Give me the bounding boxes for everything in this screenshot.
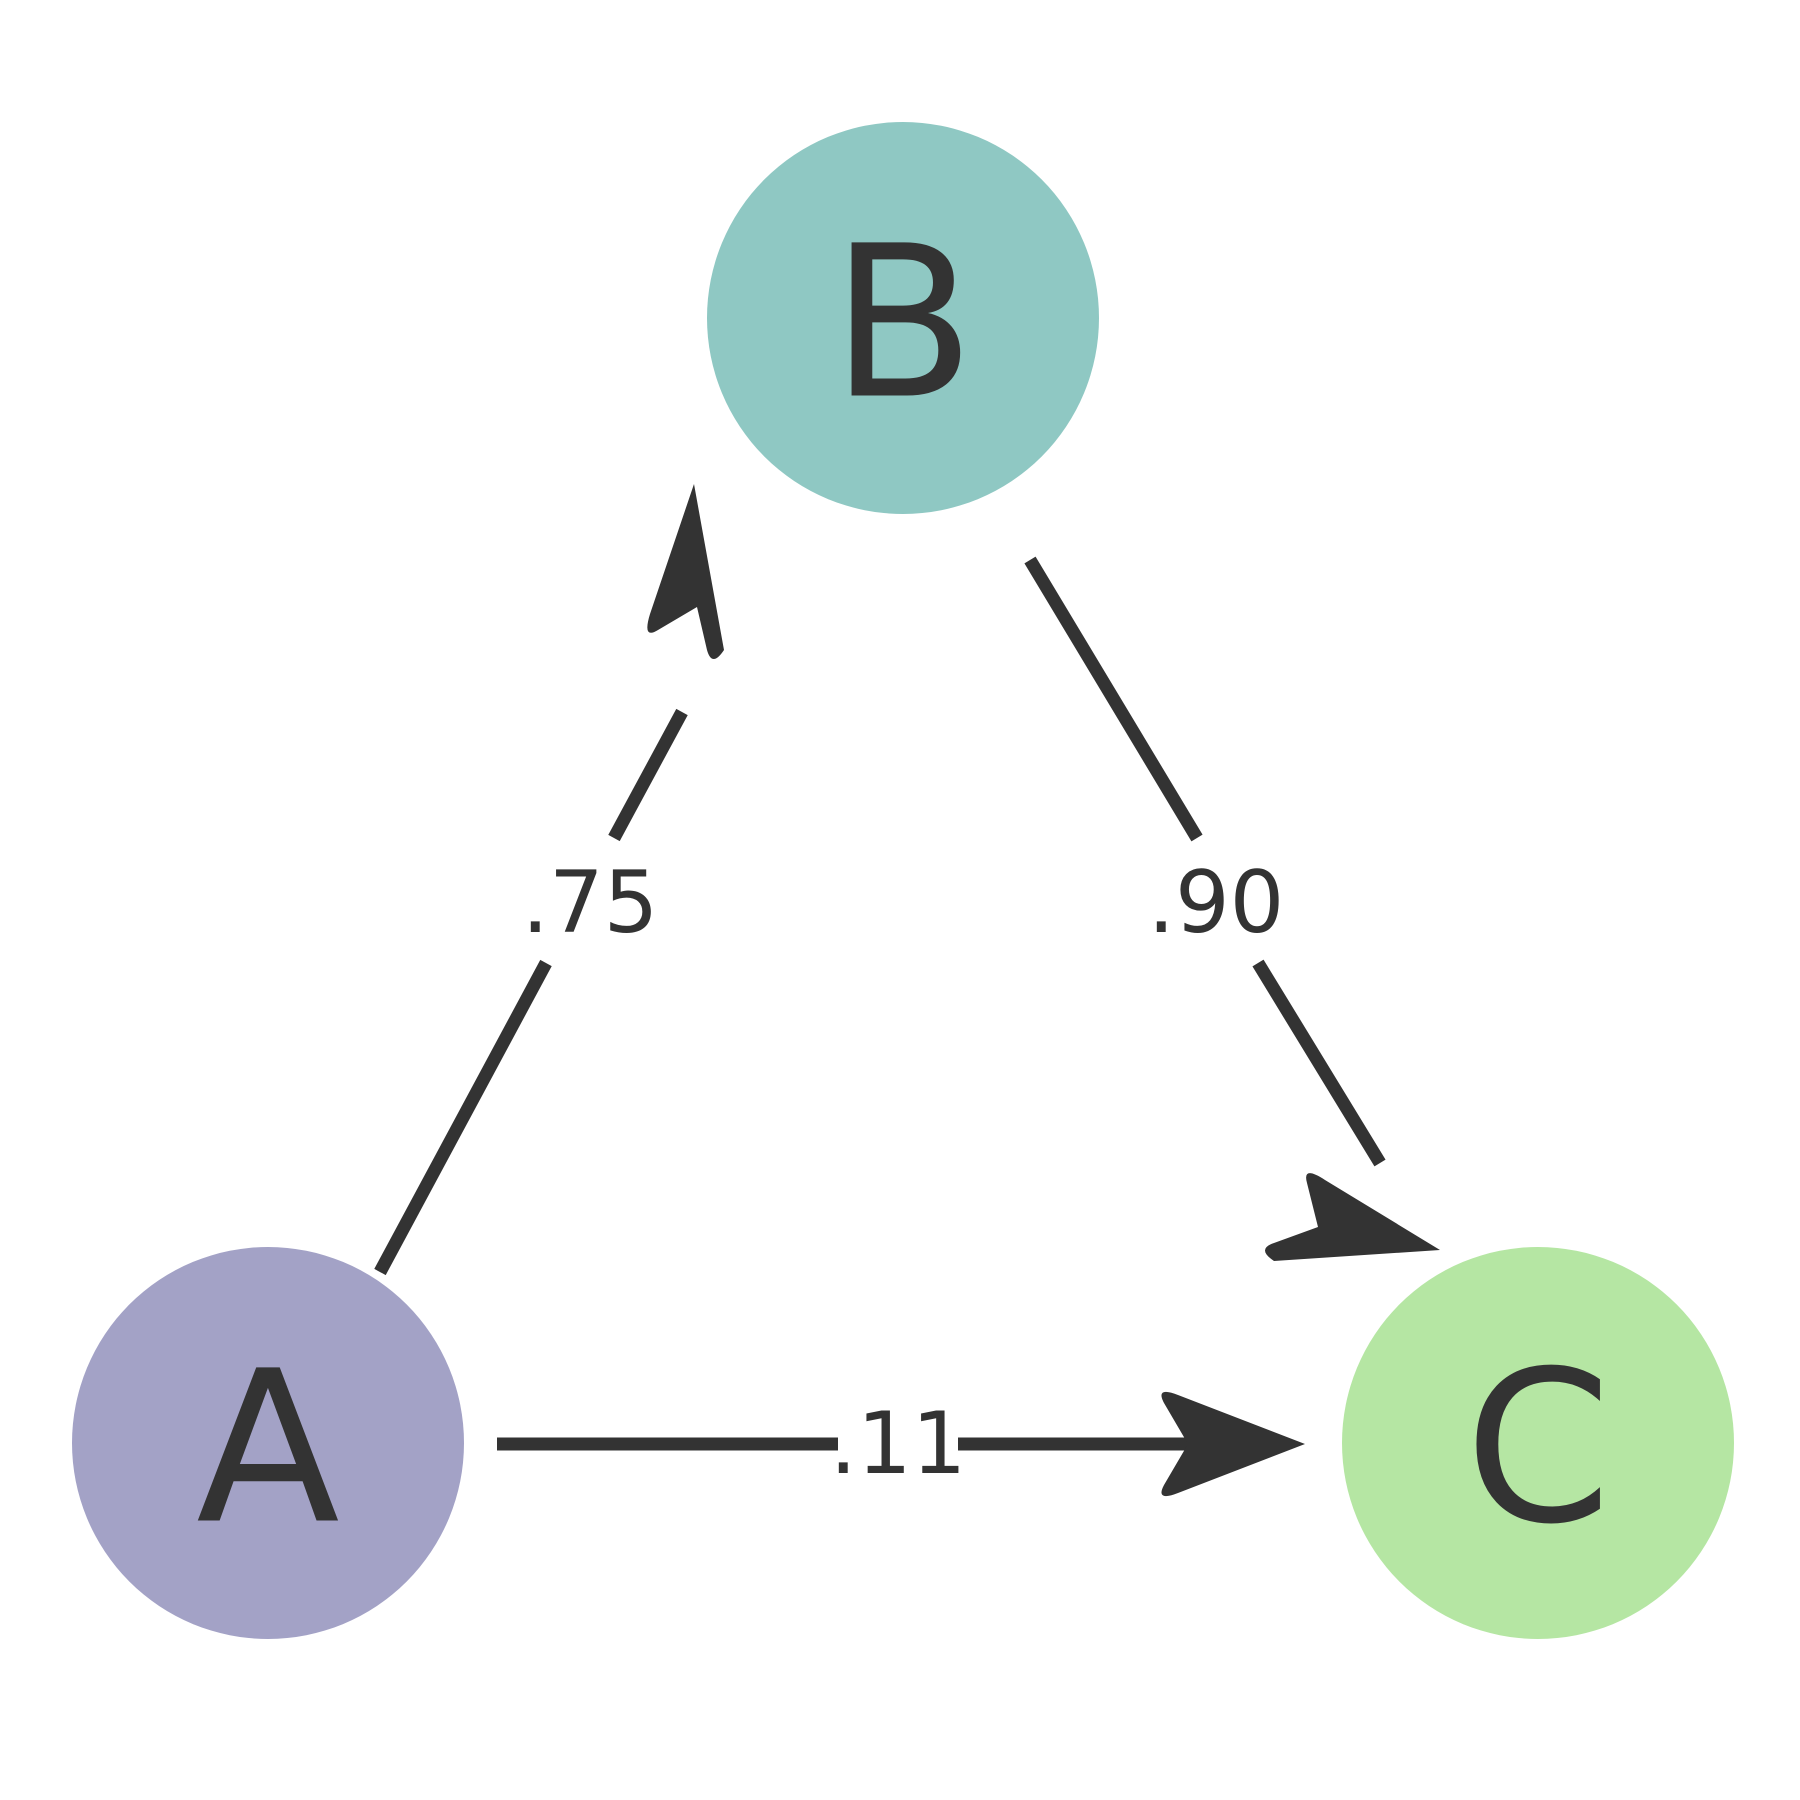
edge-b-c-weight-label: .90	[1148, 853, 1285, 953]
edge-a-c[interactable]	[497, 1391, 1305, 1497]
node-a-label: A	[196, 1326, 340, 1571]
edge-a-b-line-lower	[374, 959, 552, 1276]
node-b[interactable]: B	[707, 122, 1099, 514]
edges-layer	[374, 484, 1440, 1497]
node-a-circle[interactable]	[72, 1247, 464, 1639]
nodes-layer: A B C	[72, 122, 1734, 1639]
node-b-circle[interactable]	[707, 122, 1099, 514]
node-c[interactable]: C	[1342, 1247, 1734, 1639]
edge-a-b-line-upper	[608, 708, 688, 842]
node-c-label: C	[1465, 1326, 1612, 1571]
edge-a-b-weight-label: .75	[522, 853, 659, 953]
edge-b-c-line-upper	[1024, 556, 1203, 842]
edge-labels-layer: .75 .90 .11	[522, 853, 1285, 1494]
edge-b-c-arrowhead	[1265, 1173, 1440, 1261]
edge-a-c-weight-label: .11	[830, 1394, 967, 1494]
edge-b-c[interactable]	[1024, 556, 1440, 1261]
node-c-circle[interactable]	[1342, 1247, 1734, 1639]
edge-a-b-arrowhead	[647, 484, 724, 659]
edge-a-b[interactable]	[374, 484, 724, 1276]
node-b-label: B	[831, 201, 975, 446]
edge-b-c-line-lower	[1252, 959, 1386, 1167]
node-a[interactable]: A	[72, 1247, 464, 1639]
edge-a-c-arrowhead	[1161, 1391, 1305, 1497]
